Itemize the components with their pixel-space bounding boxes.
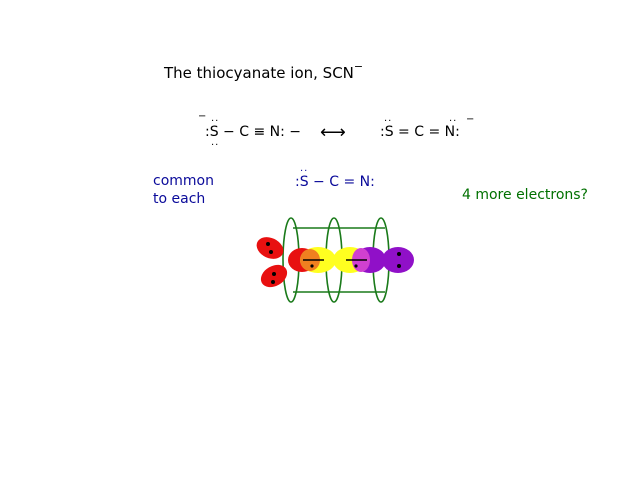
- lone-pair-top-n2: ··: [449, 116, 458, 127]
- common-label-line2: to each: [153, 191, 206, 207]
- electron-dot: [397, 252, 401, 256]
- common-label: common to each: [153, 172, 214, 208]
- formal-charge-1: −: [198, 111, 208, 122]
- question-label: 4 more electrons?: [462, 187, 588, 203]
- electron-dot: [354, 264, 358, 268]
- common-label-line1: common: [153, 173, 214, 189]
- resonance-structure-1: :S − C ≡ N: −: [205, 124, 302, 140]
- formal-charge-2: −: [466, 114, 476, 125]
- electron-dot: [272, 272, 276, 276]
- sulfur-lone-pair-lobe-upper: [256, 237, 284, 259]
- electron-dot: [266, 242, 270, 246]
- orbital-diagram: [256, 217, 414, 303]
- resonance-structure-2: :S = C = N:: [380, 124, 460, 140]
- lone-pair-bottom-s1: ··: [211, 140, 220, 151]
- title: The thiocyanate ion, SCN−: [164, 60, 364, 82]
- lone-pair-top-s2: ··: [384, 116, 393, 127]
- common-structure: :S − C = N:: [295, 174, 375, 190]
- electron-dot: [310, 264, 314, 268]
- lone-pair-top-common: ··: [300, 166, 309, 177]
- electron-dot: [397, 264, 401, 268]
- resonance-arrow: ⟷: [320, 122, 346, 143]
- nitrogen-lone-pair-lobe: [382, 247, 414, 273]
- title-charge: −: [353, 60, 364, 73]
- electron-dot: [269, 250, 273, 254]
- lone-pair-top-s1: ··: [211, 116, 220, 127]
- electron-dot: [271, 280, 275, 284]
- title-text: The thiocyanate ion, SCN: [164, 64, 354, 82]
